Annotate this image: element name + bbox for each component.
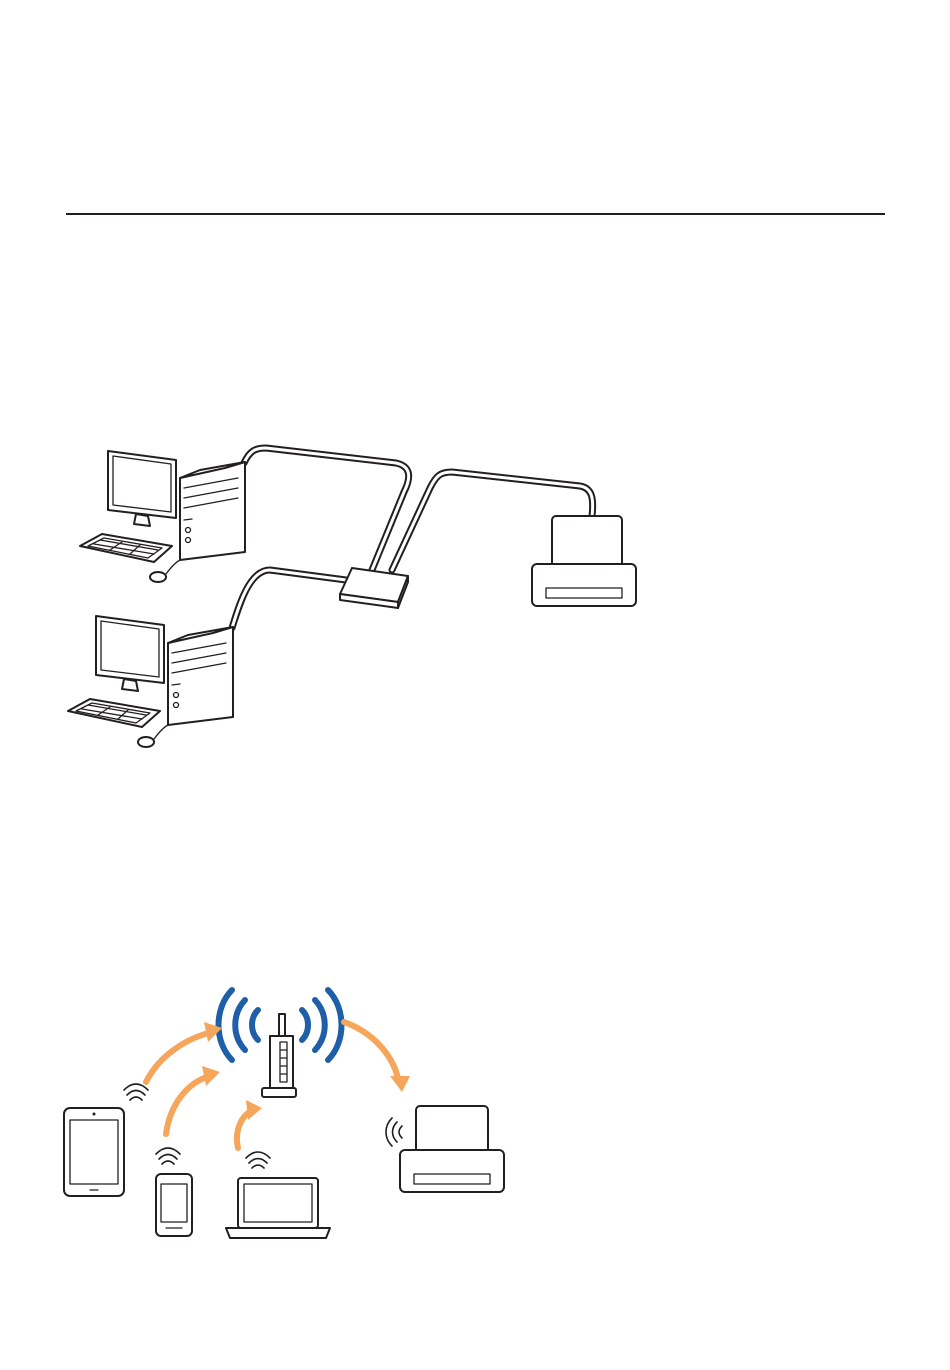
smartphone-wifi-icon — [156, 1148, 180, 1164]
printer-icon — [400, 1106, 504, 1192]
connection-arrow-router-to-printer — [344, 1022, 410, 1092]
laptop-icon — [226, 1178, 330, 1238]
cable-computer1-hub — [244, 448, 409, 570]
tablet-icon — [64, 1108, 124, 1196]
printer-wifi-icon — [386, 1118, 402, 1146]
connection-arrow-phone-to-router — [166, 1066, 220, 1134]
desktop-computer-icon — [68, 616, 233, 747]
desktop-computer-icon — [80, 451, 245, 582]
wired-network-illustration — [0, 420, 700, 760]
smartphone-icon — [156, 1174, 192, 1236]
connection-arrow-laptop-to-router — [237, 1100, 262, 1148]
cable-computer2-hub — [232, 570, 346, 628]
laptop-wifi-icon — [246, 1152, 270, 1168]
wired-network-svg — [0, 420, 700, 760]
wireless-network-illustration — [0, 980, 560, 1260]
network-hub-icon — [340, 568, 408, 608]
header-rule — [66, 213, 885, 215]
printer-icon — [532, 516, 636, 606]
tablet-wifi-icon — [124, 1084, 148, 1100]
wireless-router-icon — [262, 1014, 296, 1097]
wireless-network-svg — [0, 980, 560, 1260]
